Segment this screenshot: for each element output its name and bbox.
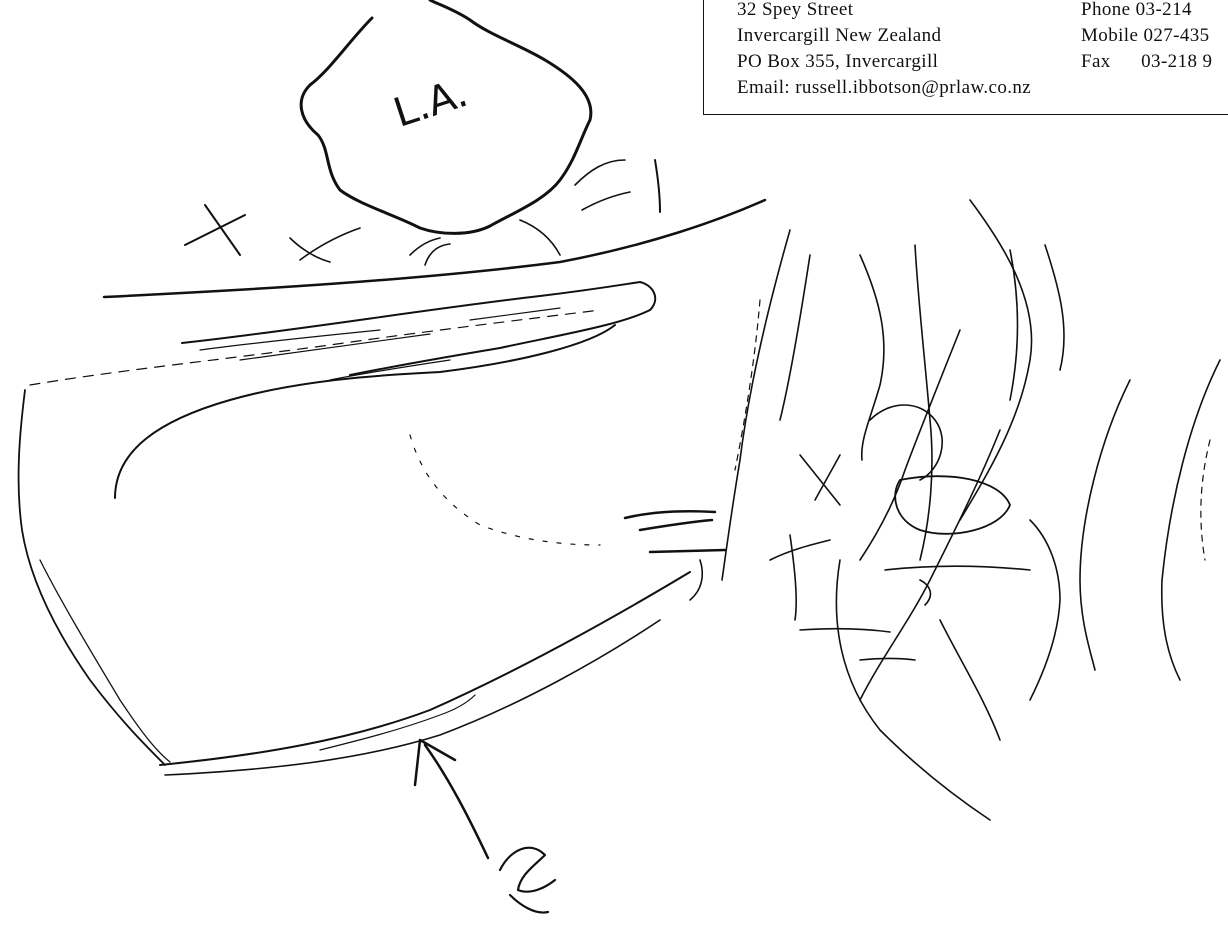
scribble-stroke <box>885 566 1030 605</box>
arrow-shaft <box>425 745 488 858</box>
arrow-head <box>415 740 455 785</box>
tangled-contour <box>1201 440 1210 560</box>
email-address: Email: russell.ibbotson@prlaw.co.nz <box>737 75 1031 101</box>
bottom-contour <box>160 572 690 765</box>
shaded-strip <box>320 695 475 750</box>
scribble-stroke <box>690 560 702 600</box>
inner-contour <box>40 560 170 762</box>
mobile-value: 027-435 <box>1143 23 1209 49</box>
tangled-contour <box>1162 360 1220 680</box>
tangled-contour <box>735 300 760 470</box>
band-outline <box>182 282 655 375</box>
dashed-line <box>30 310 600 385</box>
long-horizontal-line <box>104 200 765 297</box>
scribble-stroke <box>625 511 725 552</box>
tangled-contour <box>722 230 790 580</box>
mobile-row: Mobile 027-435 <box>1081 23 1212 49</box>
street-address: 32 Spey Street <box>737 0 1031 23</box>
scribble-stroke <box>575 160 630 210</box>
tangled-contour <box>800 629 915 660</box>
tangled-loop <box>895 476 1010 534</box>
contact-block: Phone 03-214 Mobile 027-435 Fax 03-218 9 <box>1081 0 1212 75</box>
fax-label: Fax <box>1081 49 1136 75</box>
tangled-contour <box>860 430 1000 700</box>
po-box-address: PO Box 355, Invercargill <box>737 49 1031 75</box>
city-address: Invercargill New Zealand <box>737 23 1031 49</box>
tangled-contour <box>1080 380 1130 670</box>
leftmost-contour <box>19 390 165 765</box>
tangled-contour <box>860 255 884 460</box>
fax-row: Fax 03-218 9 <box>1081 49 1212 75</box>
mobile-label: Mobile <box>1081 23 1138 49</box>
tangled-contour <box>940 620 1000 740</box>
band-outline <box>115 325 615 498</box>
scribble-stroke <box>410 238 450 265</box>
letterhead-box: 32 Spey Street Invercargill New Zealand … <box>703 0 1228 115</box>
tangled-contour <box>1010 250 1018 400</box>
handwritten-signature <box>500 848 555 913</box>
phone-label: Phone <box>1081 0 1131 23</box>
la-label: L.A. <box>388 70 473 137</box>
tangled-contour <box>1045 245 1064 370</box>
cross-mark <box>185 205 245 255</box>
tangled-contour <box>780 255 810 420</box>
dotted-arc <box>410 435 600 545</box>
tangled-contour <box>915 245 932 560</box>
phone-value: 03-214 <box>1136 0 1192 23</box>
cross-mark <box>770 535 830 620</box>
scribble-stroke <box>520 220 560 255</box>
scribble-stroke <box>290 228 360 262</box>
tangled-contour <box>836 560 990 820</box>
cross-mark <box>800 455 840 505</box>
phone-row: Phone 03-214 <box>1081 0 1212 23</box>
tangled-contour <box>1030 520 1060 700</box>
address-block: 32 Spey Street Invercargill New Zealand … <box>737 0 1031 101</box>
fax-value: 03-218 9 <box>1141 49 1212 75</box>
bottom-contour <box>165 620 660 775</box>
scribble-stroke <box>655 160 660 212</box>
tangled-contour <box>960 200 1032 520</box>
